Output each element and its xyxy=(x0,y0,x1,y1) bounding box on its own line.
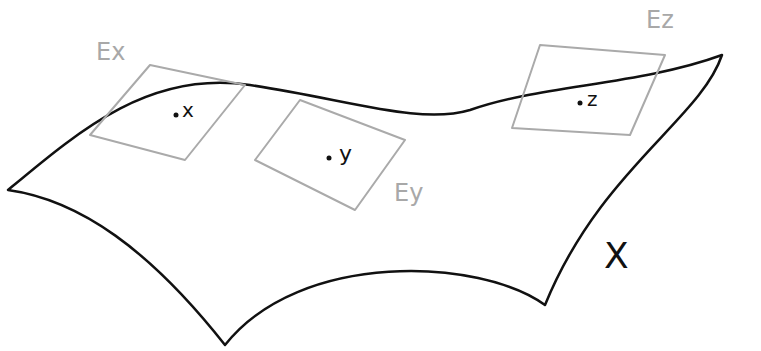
tangent-plane-outline xyxy=(88,62,248,162)
surface-label: X xyxy=(604,238,629,274)
point-dot xyxy=(578,101,583,106)
plane-label: Ey xyxy=(394,181,423,205)
tangent-plane: Ezz xyxy=(510,43,668,138)
point-label: x xyxy=(182,100,194,120)
point-dot xyxy=(174,113,179,118)
point-label: z xyxy=(587,89,598,109)
point-dot xyxy=(327,156,332,161)
plane-label: Ex xyxy=(96,40,125,64)
plane-label: Ez xyxy=(646,8,674,32)
tangent-plane-outline xyxy=(253,98,408,213)
point-label: y xyxy=(339,143,352,165)
tangent-plane: yEy xyxy=(253,98,408,213)
surface-shape xyxy=(8,55,722,345)
tangent-plane: Exx xyxy=(88,62,248,162)
